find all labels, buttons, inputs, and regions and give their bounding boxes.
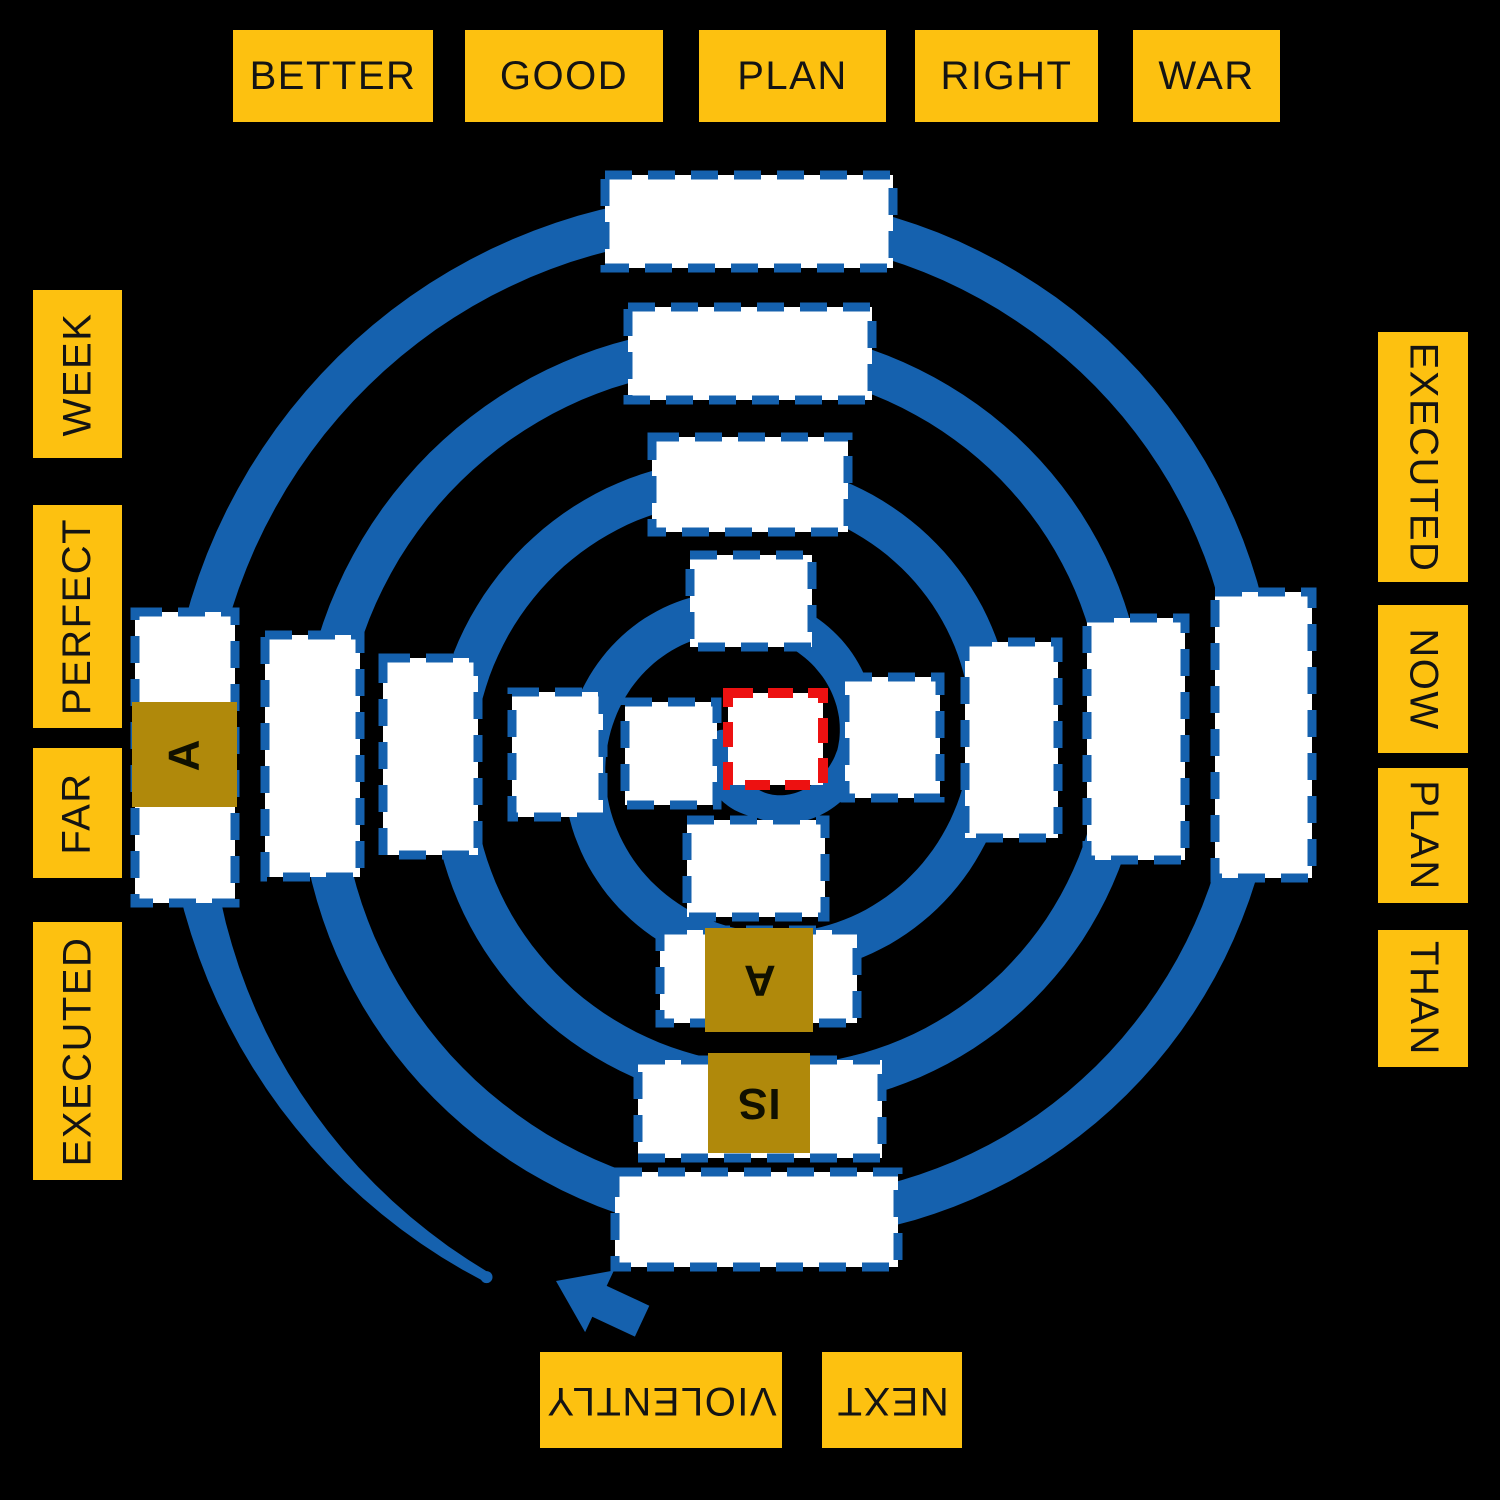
word-tile-executed-right[interactable]: EXECUTED — [1378, 332, 1468, 582]
word-tile-label: BETTER — [249, 53, 417, 98]
slot-top-1[interactable] — [600, 170, 898, 273]
word-tile-executed-left[interactable]: EXECUTED — [33, 922, 122, 1180]
center-slot[interactable] — [723, 688, 828, 790]
placed-tile-label: A — [159, 738, 209, 771]
slot-left-4[interactable] — [507, 687, 608, 822]
slot-right-2[interactable] — [960, 637, 1063, 843]
slot-bottom-1[interactable] — [682, 815, 830, 922]
word-tile-label: PERFECT — [55, 517, 99, 716]
word-tile-next[interactable]: NEXT — [822, 1352, 962, 1448]
word-tile-label: RIGHT — [940, 53, 1073, 98]
word-tile-right[interactable]: RIGHT — [915, 30, 1098, 122]
slot-left-3[interactable] — [378, 653, 483, 860]
word-tile-plan-right[interactable]: PLAN — [1378, 768, 1468, 903]
placed-tile-a-left[interactable]: A — [132, 702, 237, 807]
word-tile-label: EXECUTED — [1401, 342, 1446, 572]
word-tile-label: PLAN — [737, 53, 848, 98]
word-tile-now[interactable]: NOW — [1378, 605, 1468, 753]
word-tile-than[interactable]: THAN — [1378, 930, 1468, 1067]
slot-right-4[interactable] — [1210, 587, 1317, 883]
spiral-outer-tip — [480, 1271, 493, 1284]
word-tile-week[interactable]: WEEK — [33, 290, 122, 458]
word-tile-better[interactable]: BETTER — [233, 30, 433, 122]
placed-tile-label: A — [742, 956, 776, 1005]
word-tile-label: NOW — [1401, 627, 1446, 731]
slot-top-3[interactable] — [647, 432, 853, 537]
slot-top-2[interactable] — [623, 302, 877, 405]
spiral-path — [165, 193, 1279, 1282]
word-tile-far[interactable]: FAR — [33, 748, 122, 878]
placed-tile-a-bottom[interactable]: A — [705, 928, 813, 1032]
word-tile-violently[interactable]: VIOLENTLY — [540, 1352, 782, 1448]
slot-left-2[interactable] — [260, 630, 365, 882]
word-tile-label: NEXT — [835, 1378, 949, 1423]
word-tile-label: FAR — [54, 771, 99, 855]
slot-top-4[interactable] — [685, 550, 817, 652]
spiral-start-arrow-icon — [556, 1270, 650, 1337]
word-tile-perfect[interactable]: PERFECT — [33, 505, 122, 728]
slot-bottom-4[interactable] — [610, 1167, 903, 1272]
slot-right-3[interactable] — [1082, 613, 1190, 865]
word-tile-label: PLAN — [1401, 780, 1446, 891]
placed-tile-is[interactable]: IS — [708, 1053, 810, 1153]
word-tile-good[interactable]: GOOD — [465, 30, 663, 122]
word-tile-war[interactable]: WAR — [1133, 30, 1280, 122]
word-tile-label: VIOLENTLY — [545, 1378, 777, 1423]
slot-right-1[interactable] — [840, 672, 945, 803]
word-tile-label: WAR — [1158, 53, 1255, 98]
word-tile-label: THAN — [1401, 941, 1446, 1056]
word-tile-label: WEEK — [55, 312, 100, 436]
placed-tile-label: IS — [737, 1079, 781, 1128]
slot-left-5[interactable] — [620, 697, 722, 810]
word-tile-label: GOOD — [499, 53, 629, 98]
word-tile-label: EXECUTED — [55, 936, 99, 1166]
word-tile-plan-top[interactable]: PLAN — [699, 30, 886, 122]
